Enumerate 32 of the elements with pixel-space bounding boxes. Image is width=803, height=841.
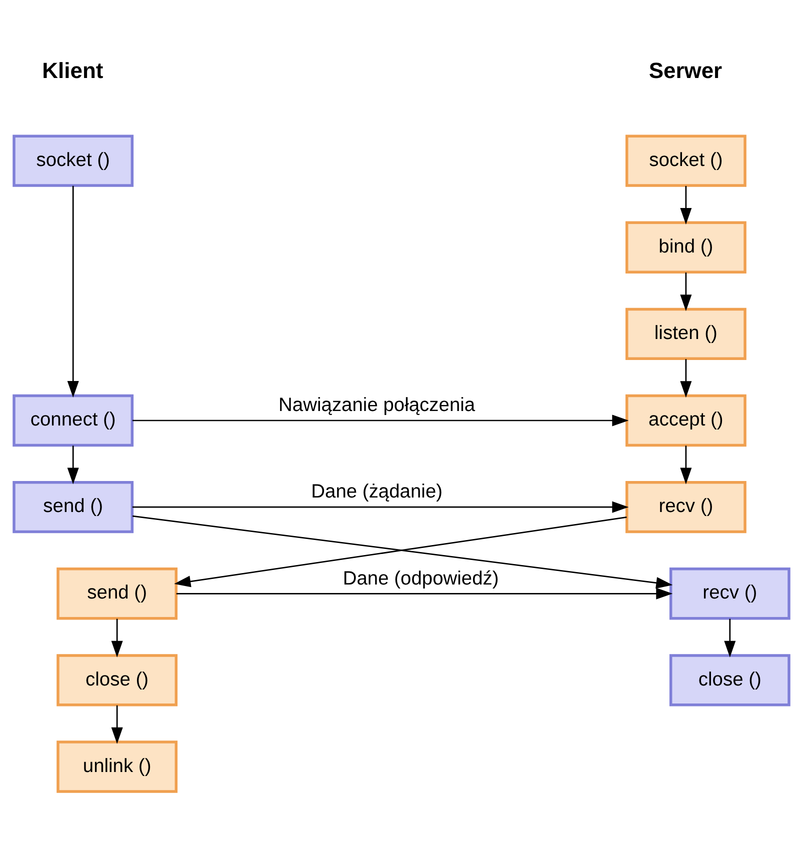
node-box: bind () [625,221,746,274]
arrow [111,705,123,744]
label: Serwer [648,58,722,84]
node-box: close () [56,654,178,706]
edge-label: Nawiązanie połączenia [278,395,476,416]
node-box: recv () [625,480,746,534]
node-box: socket () [12,134,134,187]
node-box: send () [56,568,178,620]
node-box: socket () [625,134,746,187]
arrow [67,186,79,398]
node-box: connect () [12,394,134,447]
arrow [724,618,736,658]
arrow [680,272,692,312]
node-box: send () [12,480,134,534]
arrow [132,515,673,589]
arrow [132,414,629,426]
edge-label: Dane (żądanie) [311,482,443,503]
arrow [680,359,692,398]
arrow [67,446,79,484]
arrow [132,501,629,513]
node-box: recv () [669,568,790,620]
arrow [680,446,692,484]
node-box: close () [669,654,790,706]
node-box: listen () [625,308,746,360]
edge-label: Dane (odpowiedź) [342,568,499,590]
arrow [176,588,673,600]
arrow [680,186,692,224]
node-box: unlink () [56,740,178,793]
label: Klient [42,58,104,84]
arrow [111,618,123,658]
node-box: accept () [625,394,746,447]
arrow [174,516,627,588]
